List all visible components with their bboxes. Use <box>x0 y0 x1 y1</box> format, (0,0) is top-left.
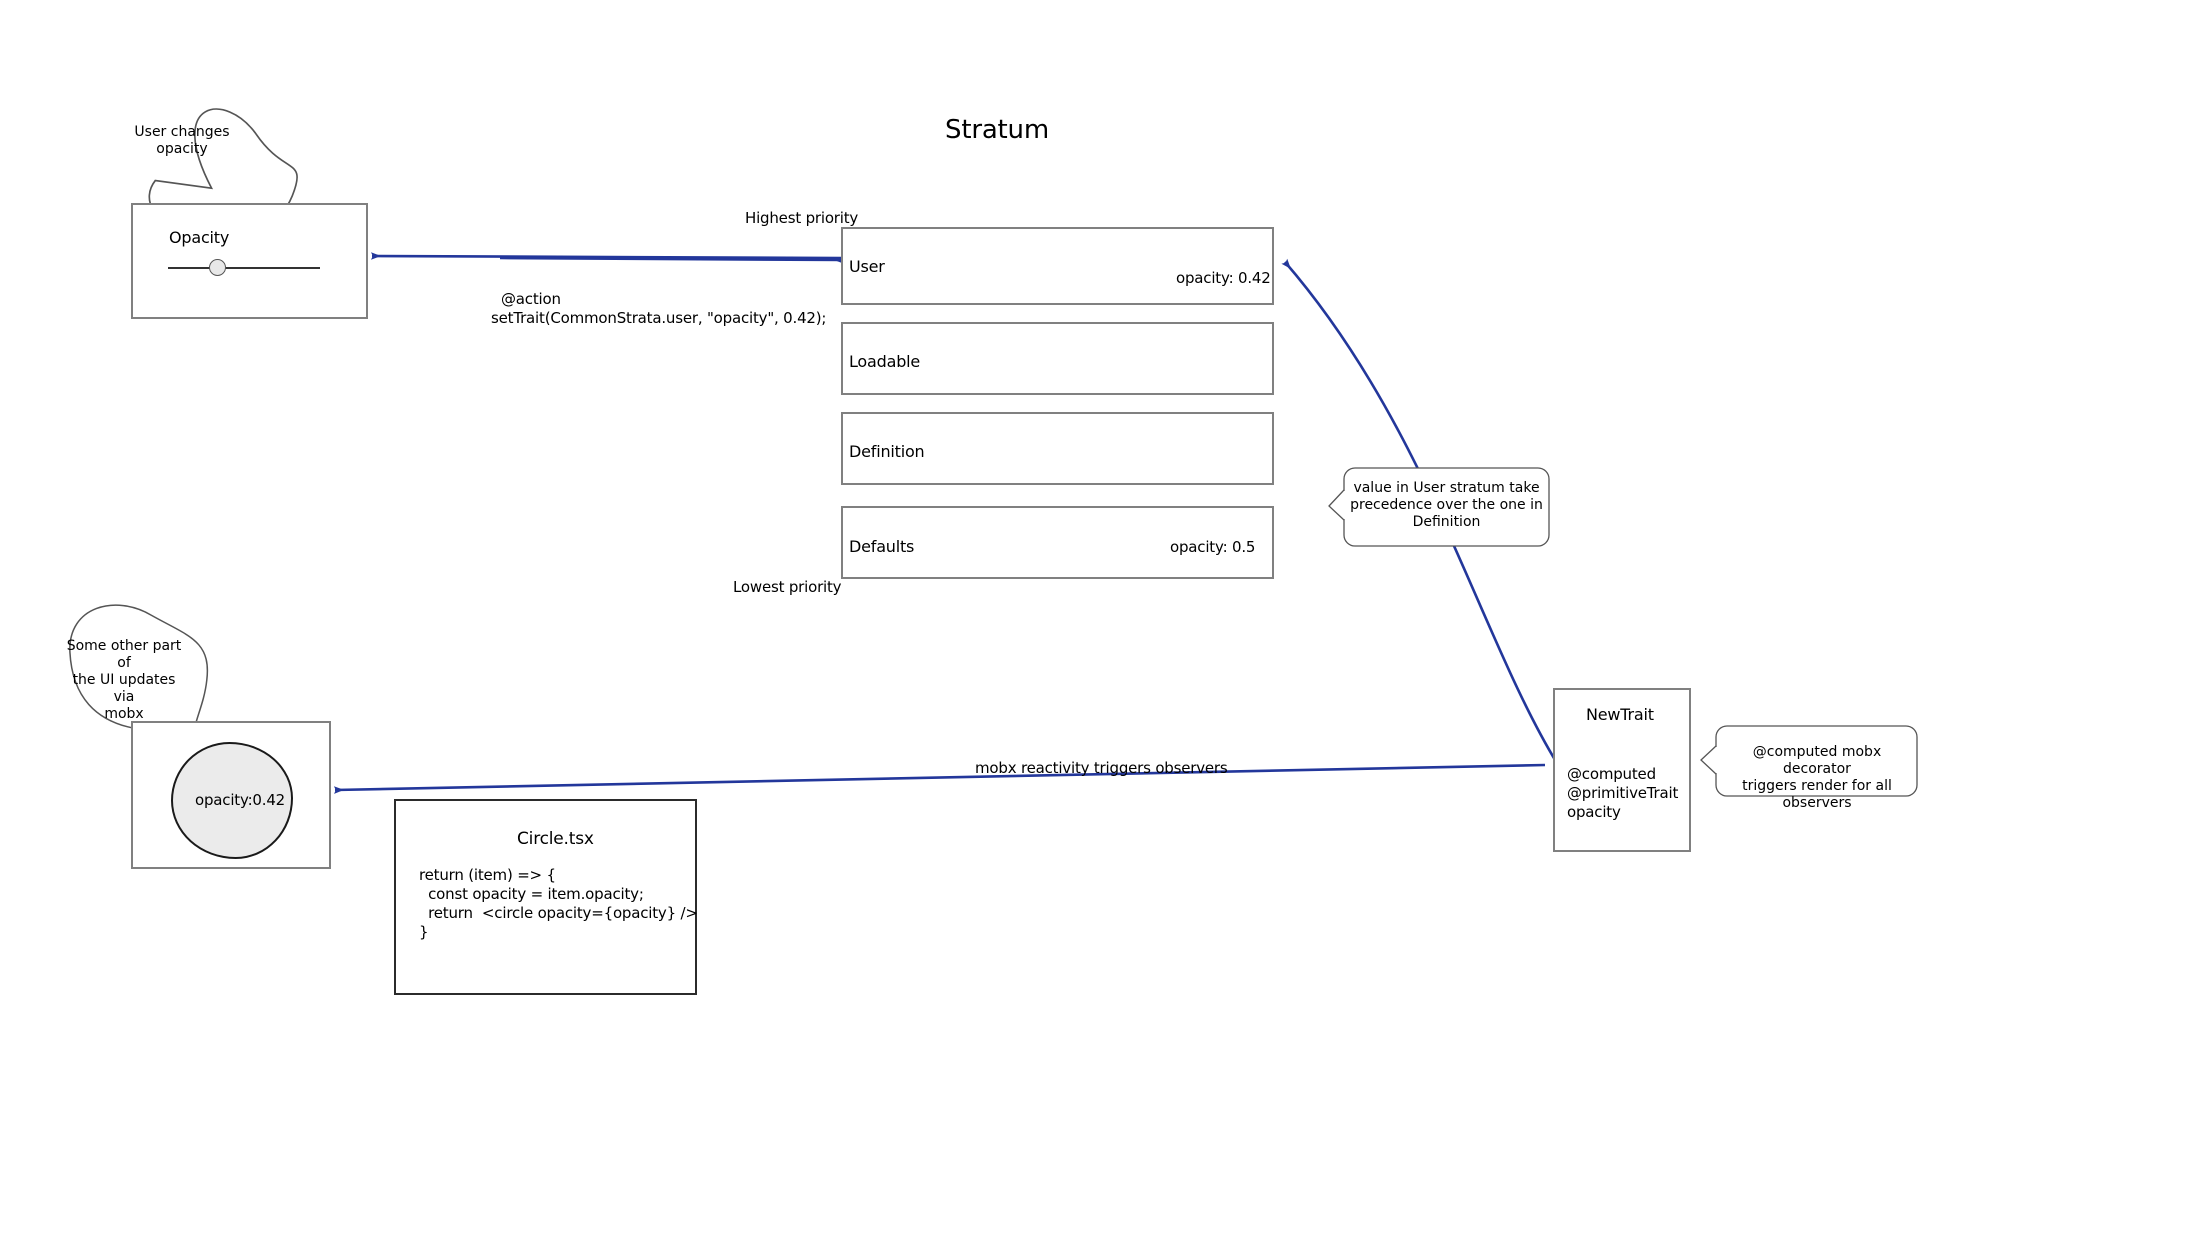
page-title: Stratum <box>945 115 1049 145</box>
stratum-box-definition[interactable] <box>841 412 1274 485</box>
arrow-action-into-user <box>499 256 845 264</box>
stratum-name-defaults: Defaults <box>849 537 915 556</box>
circle-blob <box>171 742 293 859</box>
stratum-value-user: opacity: 0.42 <box>1176 269 1271 287</box>
circle-tsx-code: return (item) => { const opacity = item.… <box>419 866 698 941</box>
reactivity-edge-label: mobx reactivity triggers observers <box>975 759 1228 777</box>
arrow-newtrait-to-render-panel <box>333 763 1546 794</box>
action-code-line2: setTrait(CommonStrata.user, "opacity", 0… <box>491 309 827 327</box>
callout-computed-text: @computed mobx decorator triggers render… <box>1742 744 1892 811</box>
stratum-name-user: User <box>849 257 885 276</box>
callout-other-ui-text: Some other part of the UI updates via mo… <box>66 638 182 722</box>
action-code-line1: @action <box>501 290 561 308</box>
callout-user-changes-opacity: User changes opacity <box>134 124 230 157</box>
stratum-name-definition: Definition <box>849 442 925 461</box>
opacity-panel-title: Opacity <box>169 228 230 247</box>
circle-tsx-title: Circle.tsx <box>517 829 594 849</box>
newtrait-title: NewTrait <box>1586 705 1654 724</box>
callout-precedence-text: value in User stratum take precedence ov… <box>1350 480 1543 530</box>
stratum-box-user[interactable] <box>841 227 1274 305</box>
lowest-priority-label: Lowest priority <box>733 578 842 596</box>
newtrait-body: @computed @primitiveTrait opacity <box>1567 765 1679 821</box>
stratum-box-loadable[interactable] <box>841 322 1274 395</box>
opacity-panel <box>131 203 368 319</box>
blob-opacity-label: opacity:0.42 <box>195 791 286 809</box>
circle-tsx-box <box>394 799 697 995</box>
stratum-value-defaults: opacity: 0.5 <box>1170 538 1256 556</box>
newtrait-box[interactable] <box>1553 688 1691 852</box>
stratum-name-loadable: Loadable <box>849 352 921 371</box>
arrow-user-to-opacity-panel <box>370 252 844 260</box>
opacity-slider-track[interactable] <box>168 267 320 269</box>
highest-priority-label: Highest priority <box>745 209 859 227</box>
stratum-box-defaults[interactable] <box>841 506 1274 579</box>
opacity-slider-knob[interactable] <box>209 259 226 276</box>
